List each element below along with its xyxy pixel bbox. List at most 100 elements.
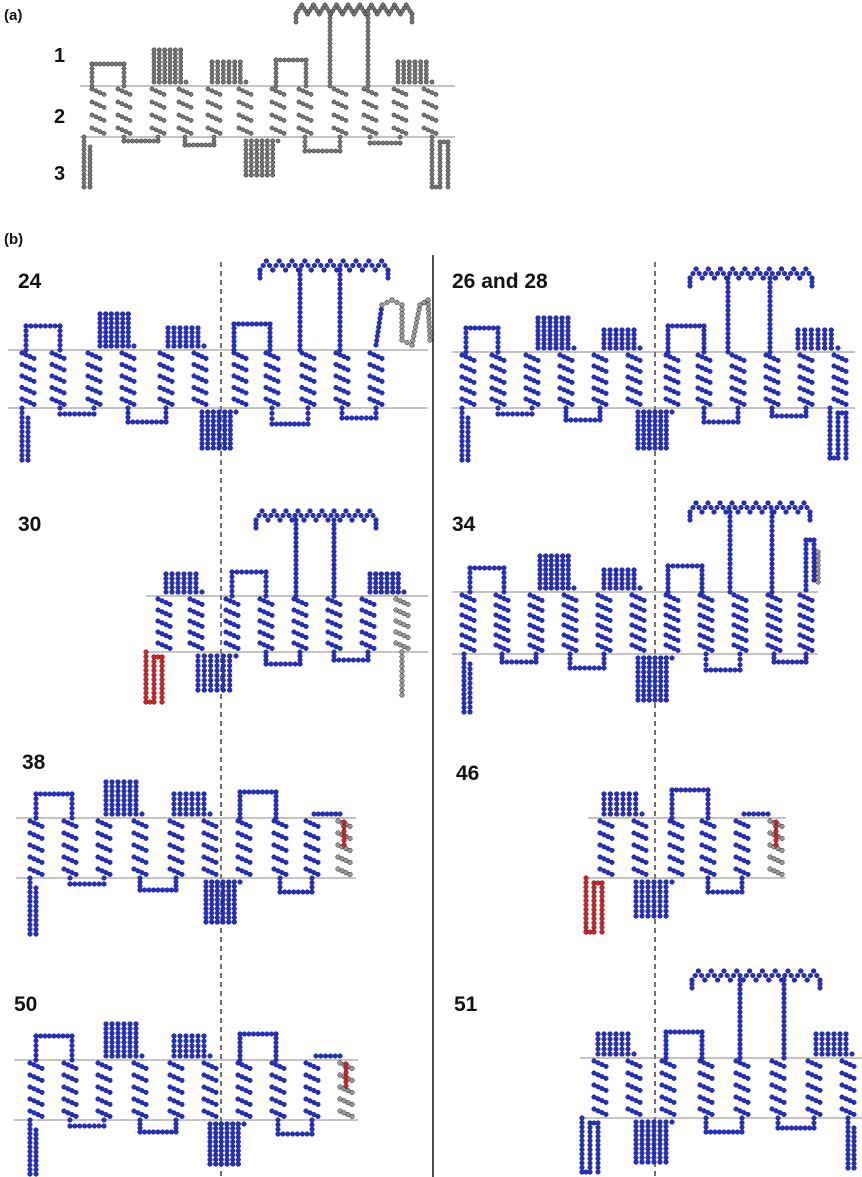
- residue-dot: [195, 658, 201, 664]
- residue-dot: [120, 329, 126, 335]
- residue-dot: [33, 894, 39, 900]
- residue-dot: [293, 575, 299, 581]
- residue-dot: [121, 784, 127, 790]
- residue-dot: [567, 651, 573, 657]
- residue-dot: [275, 1117, 281, 1123]
- residue-dot: [303, 83, 309, 89]
- residue-dot: [173, 1117, 179, 1123]
- residue-dot: [378, 306, 384, 312]
- residue-dot: [303, 612, 309, 618]
- residue-dot: [277, 103, 283, 108]
- residue-dot: [641, 418, 647, 424]
- residue-dot: [399, 328, 405, 334]
- residue-dot: [595, 1133, 601, 1139]
- residue-dot: [97, 390, 103, 396]
- residue-dot: [607, 796, 613, 802]
- residue-dot: [822, 340, 828, 347]
- residue-dot: [181, 580, 187, 586]
- residue-dot: [349, 1089, 355, 1095]
- residue-dot: [459, 410, 465, 416]
- residue-dot: [146, 887, 152, 893]
- residue-dot: [327, 66, 333, 72]
- residue-dot: [73, 823, 79, 829]
- residue-dot: [703, 662, 709, 668]
- residue-dot: [210, 413, 216, 420]
- residue-dot: [163, 414, 169, 420]
- residue-dot: [727, 561, 733, 567]
- residue-dot: [218, 1121, 224, 1127]
- residue-dot: [267, 347, 273, 353]
- residue-dot: [409, 19, 415, 25]
- residue-dot: [645, 908, 651, 914]
- residue-dot: [427, 337, 433, 343]
- residue-dot: [127, 1035, 133, 1041]
- residue-dot: [286, 57, 292, 63]
- residue-dot: [340, 512, 346, 519]
- residue-dot: [601, 336, 607, 342]
- residue-dot: [201, 1053, 207, 1059]
- residue-dot: [331, 593, 337, 599]
- residue-dot: [127, 92, 133, 97]
- residue-dot: [308, 92, 314, 97]
- residue-dot: [505, 597, 511, 603]
- residue-dot: [337, 286, 343, 292]
- residue-dot: [218, 1152, 224, 1158]
- residue-dot: [717, 266, 724, 272]
- residue-dot: [300, 889, 306, 895]
- residue-dot: [619, 1046, 625, 1052]
- residue-dot: [337, 267, 343, 273]
- residue-dot: [607, 597, 613, 603]
- residue-dot: [797, 275, 803, 281]
- residue-dot: [395, 59, 401, 65]
- residue-dot: [103, 1039, 109, 1045]
- residue-dot: [97, 116, 103, 121]
- residue-dot: [315, 258, 321, 264]
- residue-dot: [626, 791, 632, 797]
- residue-dot: [195, 334, 201, 340]
- residue-dot: [633, 889, 639, 895]
- residue-dot: [230, 1152, 236, 1158]
- residue-dot: [264, 147, 270, 152]
- residue-dot: [625, 1031, 631, 1037]
- residue-dot: [232, 63, 238, 69]
- residue-dot: [304, 103, 310, 108]
- residue-dot: [631, 331, 637, 338]
- residue-dot: [646, 655, 652, 661]
- residue-dot: [725, 330, 731, 337]
- residue-dot: [151, 47, 157, 53]
- residue-dot: [399, 302, 405, 308]
- residue-dot: [349, 517, 355, 523]
- residue-dot: [262, 512, 268, 519]
- residue-dot: [33, 810, 39, 816]
- residue-dot: [188, 131, 194, 136]
- residue-dot: [81, 180, 87, 186]
- residue-dot: [69, 796, 75, 802]
- residue-dot: [583, 879, 589, 886]
- residue-dot: [264, 151, 270, 157]
- residue-dot: [19, 443, 25, 449]
- residue-dot: [153, 114, 159, 120]
- residue-dot: [89, 66, 95, 71]
- residue-dot: [548, 571, 554, 577]
- residue-dot: [273, 88, 279, 94]
- residue-dot: [220, 901, 226, 907]
- residue-dot: [822, 345, 828, 351]
- residue-dot: [127, 1021, 133, 1027]
- residue-dot: [343, 1074, 349, 1080]
- residue-dot: [554, 585, 560, 591]
- residue-dot: [210, 436, 216, 442]
- residue-dot: [365, 41, 371, 46]
- residue-dot: [235, 612, 241, 618]
- residue-dot: [181, 589, 187, 595]
- residue-dot: [143, 823, 149, 829]
- residue-dot: [463, 335, 469, 341]
- residue-dot: [324, 262, 330, 269]
- residue-dot: [269, 410, 275, 416]
- residue-dot: [227, 658, 233, 664]
- residue-dot: [745, 1075, 751, 1081]
- residue-dot: [767, 321, 773, 327]
- residue-dot: [201, 682, 207, 688]
- residue-dot: [699, 275, 705, 281]
- residue-dot: [380, 140, 386, 146]
- residue-dot: [64, 791, 71, 797]
